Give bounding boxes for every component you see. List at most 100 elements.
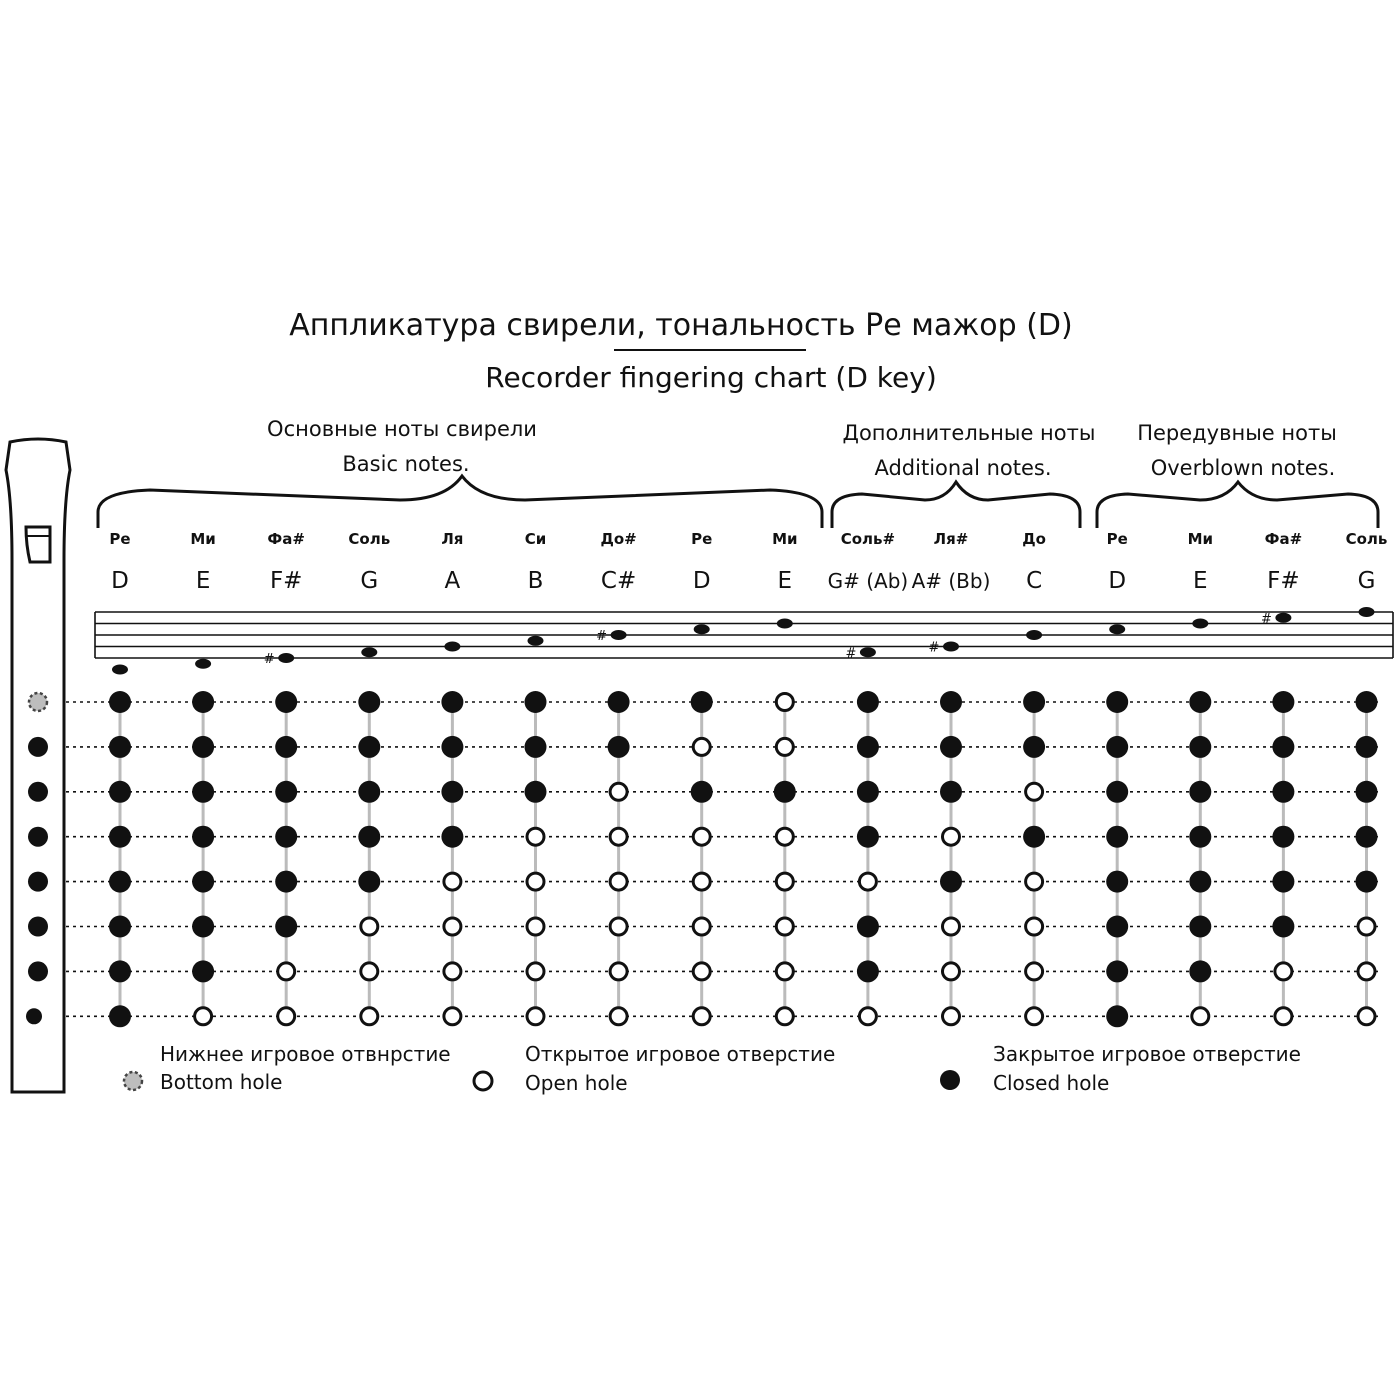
closed-hole-dot — [607, 691, 630, 713]
closed-hole-dot — [358, 825, 381, 848]
closed-hole-dot — [1106, 825, 1129, 848]
note-name-en: D — [111, 568, 129, 594]
note-name-en: F# — [1267, 568, 1300, 594]
note-name-en: F# — [270, 568, 303, 594]
staff-note-head — [444, 641, 461, 652]
closed-hole-dot — [1189, 870, 1212, 893]
staff-note-head — [195, 658, 212, 669]
closed-hole-dot — [773, 780, 796, 803]
closed-hole-dot — [1272, 870, 1295, 893]
staff-note-head — [943, 641, 959, 652]
closed-hole-dot — [192, 870, 215, 893]
open-hole-dot — [193, 1006, 214, 1027]
open-hole-dot — [608, 961, 629, 982]
open-hole-dot — [941, 916, 961, 937]
open-hole-dot — [1273, 1006, 1294, 1027]
closed-hole-dot — [192, 691, 215, 713]
recorder-finger-hole — [28, 871, 48, 892]
open-hole-dot — [774, 916, 795, 937]
open-hole-dot — [1190, 1006, 1211, 1027]
note-name-ru: До — [1022, 530, 1046, 548]
note-name-ru: Фа# — [1265, 530, 1303, 548]
note-name-ru: Ре — [109, 530, 130, 548]
closed-hole-dot — [1106, 691, 1129, 713]
closed-hole-dot — [358, 735, 381, 758]
brace-additional — [830, 479, 1082, 528]
open-hole-dot — [608, 826, 629, 847]
chart-title-ru: Аппликатура свирели, тональность Ре мажо… — [289, 308, 1072, 343]
staff-note-head — [859, 647, 876, 658]
open-hole-dot — [941, 961, 961, 982]
note-name-en: E — [778, 568, 793, 594]
open-hole-dot — [774, 826, 795, 847]
open-hole-dot — [1356, 916, 1377, 937]
recorder-finger-hole — [28, 961, 48, 982]
open-hole-dot — [608, 1006, 629, 1027]
music-staff — [94, 611, 1394, 659]
open-hole-dot — [691, 871, 712, 892]
open-hole-dot — [442, 961, 463, 982]
closed-hole-dot — [441, 691, 464, 713]
open-hole-dot — [1024, 961, 1045, 982]
note-name-ru: Соль — [1346, 530, 1388, 548]
note-name-ru: Си — [525, 530, 547, 548]
closed-hole-dot — [856, 691, 879, 713]
closed-hole-dot — [856, 825, 879, 848]
group-additional-label-ru: Дополнительные ноты — [843, 421, 1096, 445]
closed-hole-dot — [192, 780, 215, 803]
note-name-ru: Ля — [441, 530, 463, 548]
closed-hole-dot — [441, 780, 464, 803]
note-name-ru: Фа# — [267, 530, 305, 548]
group-braces — [96, 473, 1380, 528]
closed-hole-dot — [690, 780, 713, 803]
legend-open-en: Open hole — [525, 1071, 628, 1095]
closed-hole-dot — [192, 735, 215, 758]
closed-hole-dot — [940, 870, 962, 893]
note-name-en: D — [1108, 568, 1126, 594]
closed-hole-dot — [856, 735, 879, 758]
closed-hole-dot — [109, 915, 131, 938]
closed-hole-dot — [1106, 915, 1129, 938]
staff-note-head — [1192, 618, 1209, 629]
closed-hole-dot — [109, 735, 131, 758]
note-name-ru: Ми — [1188, 530, 1213, 548]
open-hole-dot — [774, 1006, 795, 1027]
note-name-en: G# (Ab) — [828, 569, 909, 593]
legend-bottom-ru: Нижнее игровое отвнрстие — [160, 1042, 451, 1066]
note-name-en: E — [1193, 568, 1208, 594]
closed-hole-dot — [275, 915, 298, 938]
open-hole-dot — [608, 916, 629, 937]
closed-hole-dot — [607, 735, 630, 758]
open-hole-dot — [691, 736, 712, 757]
open-hole-dot — [774, 961, 795, 982]
closed-hole-dot — [109, 1005, 131, 1028]
recorder-finger-hole — [28, 826, 48, 847]
closed-hole-dot — [1355, 691, 1378, 713]
open-hole-dot — [359, 1006, 380, 1027]
legend-open-ru: Открытое игровое отверстие — [525, 1042, 835, 1066]
closed-hole-dot — [856, 960, 879, 983]
note-name-ru: Ре — [1107, 530, 1128, 548]
recorder-window — [24, 525, 52, 564]
note-name-en: A — [445, 568, 461, 594]
closed-hole-dot — [940, 691, 962, 713]
open-hole-dot — [525, 916, 546, 937]
recorder-body — [4, 437, 72, 1094]
sharp-sign: # — [596, 629, 607, 644]
staff-note-head — [776, 618, 793, 629]
open-hole-dot — [774, 736, 795, 757]
staff-note-head — [610, 630, 627, 640]
note-name-ru: Соль# — [841, 530, 895, 548]
closed-hole-dot — [1189, 780, 1212, 803]
open-hole-dot — [359, 961, 380, 982]
group-additional-label-en: Additional notes. — [874, 456, 1051, 480]
legend-closed-ru: Закрытое игровое отверстие — [993, 1042, 1301, 1066]
group-overblown-label-en: Overblown notes. — [1151, 456, 1336, 480]
open-hole-dot — [774, 871, 795, 892]
open-hole-dot — [525, 1006, 546, 1027]
note-name-ru: До# — [600, 530, 636, 548]
closed-hole-dot — [192, 915, 215, 938]
brace-basic — [96, 473, 824, 528]
staff-note-head — [1358, 607, 1375, 617]
